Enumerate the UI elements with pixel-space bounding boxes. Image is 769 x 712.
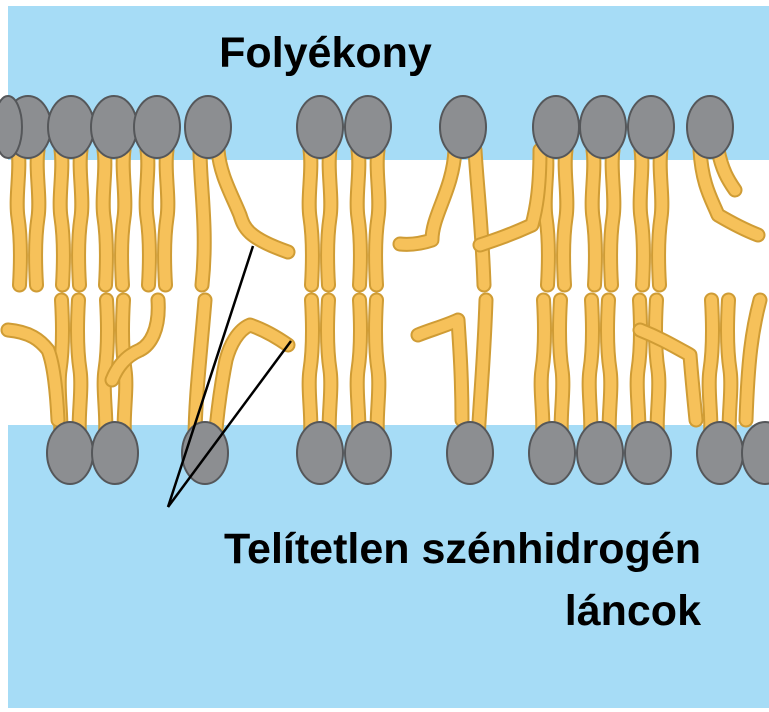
hydrocarbon-tail	[709, 300, 712, 440]
hydrocarbon-tail	[309, 150, 312, 285]
hydrocarbon-tail	[17, 150, 20, 285]
phospholipid-head	[533, 96, 579, 158]
hydrocarbon-tail	[60, 150, 63, 285]
phospholipid-head	[182, 422, 228, 484]
phospholipid-head	[185, 96, 231, 158]
hydrocarbon-tail	[637, 300, 640, 440]
hydrocarbon-tail	[589, 300, 592, 440]
hydrocarbon-tail	[560, 300, 563, 440]
hydrocarbon-tail	[640, 150, 643, 285]
hydrocarbon-tail	[728, 300, 731, 440]
hydrocarbon-tail	[328, 150, 331, 285]
phospholipid-head	[47, 422, 93, 484]
phospholipid-head	[577, 422, 623, 484]
hydrocarbon-tail	[475, 150, 484, 285]
hydrocarbon-tail	[200, 150, 204, 285]
phospholipid-head	[92, 422, 138, 484]
phospholipid-head	[628, 96, 674, 158]
hydrocarbon-tail	[165, 150, 168, 285]
hydrocarbon-tail	[328, 300, 331, 440]
hydrocarbon-tail	[309, 300, 312, 440]
phospholipid-head	[440, 96, 486, 158]
phospholipid-head	[345, 96, 391, 158]
hydrocarbon-tail	[104, 300, 107, 440]
hydrocarbon-tail	[564, 150, 567, 285]
hydrocarbon-tail	[656, 300, 659, 440]
diagram-title: Folyékony	[0, 32, 651, 75]
hydrocarbon-tail	[376, 300, 379, 440]
phospholipid-head	[48, 96, 94, 158]
hydrocarbon-tail	[103, 150, 106, 285]
phospholipid-head	[91, 96, 137, 158]
phospholipid-head	[625, 422, 671, 484]
phospholipid-head	[297, 422, 343, 484]
phospholipid-head	[580, 96, 626, 158]
hydrocarbon-tail	[357, 300, 360, 440]
hydrocarbon-tail	[146, 150, 149, 285]
phospholipid-head	[529, 422, 575, 484]
hydrocarbon-tail	[608, 300, 611, 440]
hydrocarbon-tail	[79, 150, 82, 285]
phospholipid-head	[297, 96, 343, 158]
phospholipid-head	[0, 96, 22, 158]
hydrocarbon-tail	[357, 150, 360, 285]
phospholipid-head	[345, 422, 391, 484]
hydrocarbon-tail	[541, 300, 544, 440]
hydrocarbon-tail	[122, 150, 125, 285]
phospholipid-head	[134, 96, 180, 158]
hydrocarbon-tail	[659, 150, 662, 285]
hydrocarbon-tail	[592, 150, 595, 285]
hydrocarbon-tail	[78, 300, 81, 440]
annotation-label-line1: Telítetlen szénhidrogén	[224, 528, 701, 571]
phospholipid-head	[687, 96, 733, 158]
hydrocarbon-tail	[36, 150, 39, 285]
phospholipid-head	[447, 422, 493, 484]
annotation-label-line2: láncok	[565, 590, 701, 633]
hydrocarbon-tail	[376, 150, 379, 285]
hydrocarbon-tail	[611, 150, 614, 285]
hydrocarbon-tail	[478, 300, 486, 440]
phospholipid-head	[697, 422, 743, 484]
